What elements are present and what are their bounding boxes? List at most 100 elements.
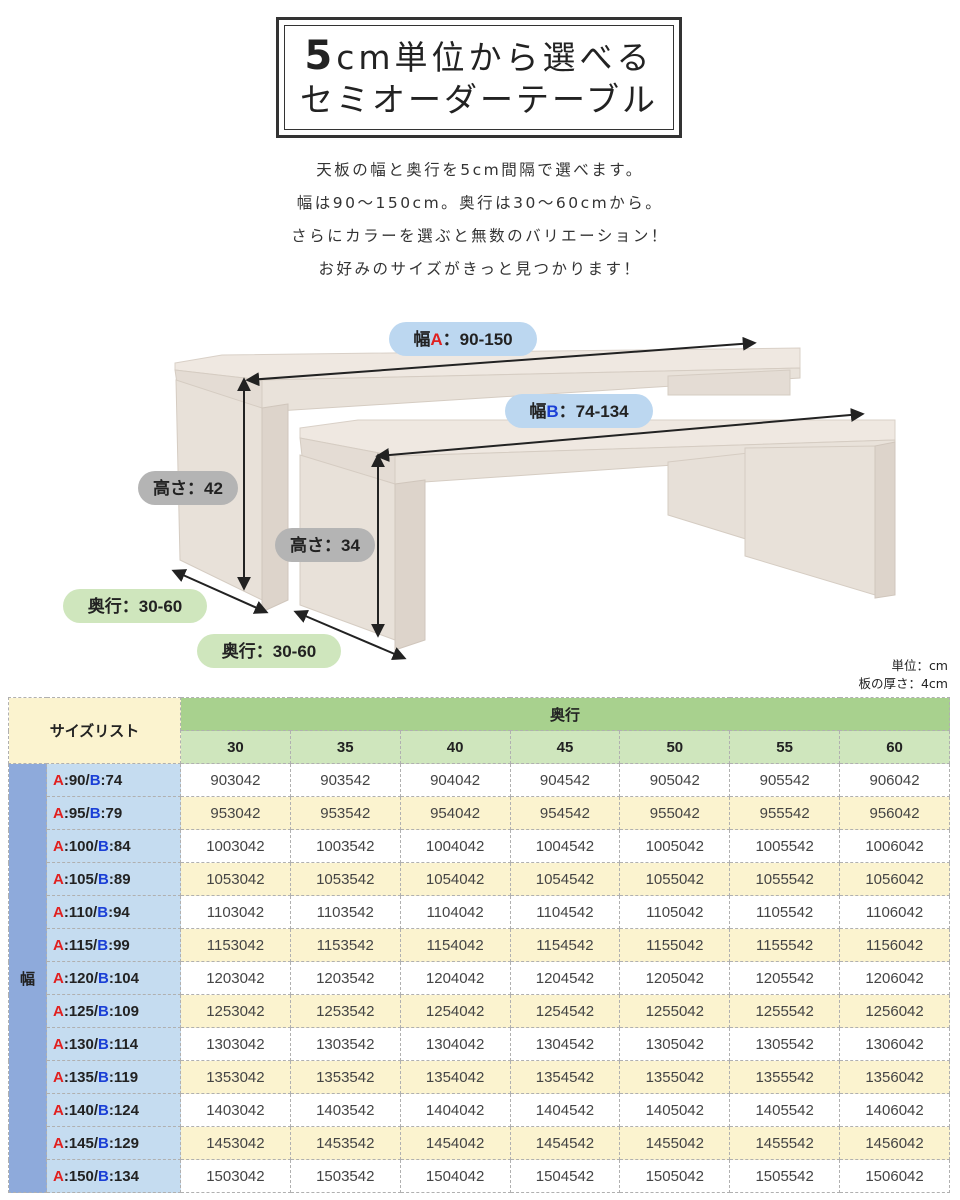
row-size-label: A:90/B:74 — [46, 763, 181, 797]
product-code-cell: 1406042 — [839, 1093, 950, 1127]
row-size-mark: : — [63, 1134, 69, 1152]
product-code-cell: 1255542 — [729, 994, 841, 1028]
row-size-mark: A — [53, 1167, 64, 1185]
product-code-cell: 1253042 — [180, 994, 291, 1028]
product-code-cell: 1454042 — [399, 1126, 511, 1160]
row-size-mark: B — [89, 771, 101, 789]
row-size-value: 100 — [68, 837, 94, 855]
row-size-mark: B — [89, 804, 101, 822]
row-size-mark: A — [53, 1134, 64, 1152]
row-size-mark: B — [98, 1134, 109, 1152]
product-code-cell: 1155042 — [619, 928, 731, 962]
product-code-cell: 956042 — [839, 796, 950, 830]
product-code-cell: 1503542 — [289, 1159, 401, 1193]
width-b-arrow — [375, 407, 865, 463]
row-size-value: 120 — [68, 969, 94, 987]
product-code-cell: 1503042 — [180, 1159, 291, 1193]
row-size-label: A:120/B:104 — [46, 961, 181, 995]
row-size-value: 84 — [113, 837, 131, 855]
row-size-value: 109 — [113, 1002, 139, 1020]
depth-b-arrow — [293, 609, 407, 661]
product-code-cell: 1453042 — [180, 1126, 291, 1160]
row-size-label: A:110/B:94 — [46, 895, 181, 929]
product-code-cell: 1054042 — [399, 862, 511, 896]
row-size-label: A:140/B:124 — [46, 1093, 181, 1127]
row-size-value: 130 — [68, 1035, 94, 1053]
product-code-cell: 1354542 — [509, 1060, 621, 1094]
product-code-cell: 1105042 — [619, 895, 731, 929]
row-size-mark: B — [97, 936, 109, 954]
row-size-mark: / — [93, 1035, 99, 1053]
row-size-mark: / — [93, 1101, 99, 1119]
product-code-cell: 1304042 — [399, 1027, 511, 1061]
product-code-cell: 1056042 — [839, 862, 950, 896]
product-code-cell: 1153542 — [289, 928, 401, 962]
row-size-mark: / — [93, 1167, 99, 1185]
row-size-mark: B — [98, 1002, 109, 1020]
row-size-mark: / — [93, 969, 99, 987]
description-line: さらにカラーを選ぶと無数のバリエーション！ — [291, 227, 669, 245]
description-line: 幅は90〜150cm。奥行は30〜60cmから。 — [296, 194, 664, 212]
row-size-value: 95 — [68, 804, 86, 822]
product-code-cell: 1155542 — [729, 928, 841, 962]
product-code-cell: 1103042 — [180, 895, 291, 929]
depth-header: 奥行 — [180, 697, 950, 731]
row-size-mark: A — [53, 969, 64, 987]
product-code-cell: 1504042 — [399, 1159, 511, 1193]
product-code-cell: 1253542 — [289, 994, 401, 1028]
board-thickness-text: 板の厚さ：4cm — [858, 676, 948, 691]
row-size-value: 90 — [68, 771, 86, 789]
width-a-arrow — [245, 336, 757, 387]
row-size-mark: : — [63, 1035, 69, 1053]
product-code-cell: 1154042 — [399, 928, 511, 962]
row-size-mark: : — [63, 837, 69, 855]
product-code-cell: 1053542 — [289, 862, 401, 896]
row-size-mark: A — [53, 837, 64, 855]
row-size-value: 79 — [105, 804, 123, 822]
row-size-mark: : — [100, 771, 106, 789]
product-code-cell: 1356042 — [839, 1060, 950, 1094]
row-size-mark: A — [53, 804, 64, 822]
row-size-mark: B — [97, 903, 109, 921]
row-size-mark: : — [108, 1167, 114, 1185]
description-line: 天板の幅と奥行を5cm間隔で選べます。 — [316, 161, 644, 179]
depth-column-header: 50 — [619, 730, 731, 764]
row-size-value: 110 — [68, 903, 94, 921]
row-size-mark: B — [98, 1101, 109, 1119]
product-code-cell: 1405042 — [619, 1093, 731, 1127]
row-size-mark: A — [53, 771, 64, 789]
title-line-2: セミオーダーテーブル — [299, 79, 659, 119]
product-code-cell: 1455042 — [619, 1126, 731, 1160]
row-size-mark: A — [53, 870, 64, 888]
row-size-mark: A — [53, 1002, 64, 1020]
product-code-cell: 953542 — [289, 796, 401, 830]
product-code-cell: 953042 — [180, 796, 291, 830]
product-code-cell: 954542 — [509, 796, 621, 830]
row-size-mark: : — [63, 936, 69, 954]
product-code-cell: 1053042 — [180, 862, 291, 896]
product-code-cell: 1403042 — [180, 1093, 291, 1127]
description-line: お好みのサイズがきっと見つかります！ — [318, 260, 642, 278]
description: 天板の幅と奥行を5cm間隔で選べます。 幅は90〜150cm。奥行は30〜60c… — [0, 154, 960, 286]
row-size-label: A:95/B:79 — [46, 796, 181, 830]
row-size-value: 89 — [113, 870, 131, 888]
row-size-label: A:145/B:129 — [46, 1126, 181, 1160]
product-code-cell: 1203042 — [180, 961, 291, 995]
depth-column-header: 40 — [399, 730, 511, 764]
row-size-mark: A — [53, 1035, 64, 1053]
row-size-mark: B — [98, 1167, 109, 1185]
product-code-cell: 1454542 — [509, 1126, 621, 1160]
row-size-label: A:105/B:89 — [46, 862, 181, 896]
row-size-value: 119 — [113, 1068, 139, 1086]
product-code-cell: 1103542 — [289, 895, 401, 929]
product-code-cell: 1154542 — [509, 928, 621, 962]
product-code-cell: 903542 — [289, 763, 401, 797]
row-size-mark: / — [85, 771, 90, 789]
row-size-value: 114 — [113, 1035, 139, 1053]
title-line-1: 5cm単位から選べる — [304, 35, 653, 79]
product-code-cell: 1456042 — [839, 1126, 950, 1160]
